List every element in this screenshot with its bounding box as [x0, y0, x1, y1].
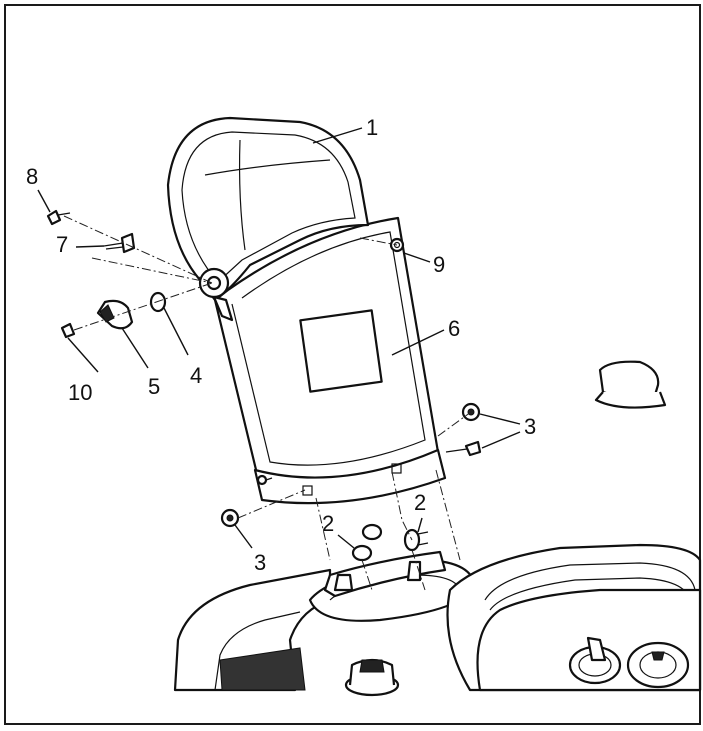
- chute-6: [213, 216, 440, 483]
- part-3-screw-right: [445, 440, 482, 457]
- machine-body: [173, 360, 702, 697]
- part-4-washer: [149, 291, 167, 313]
- callouts: 1 2 2 3 3 4 5 6 7 8 9 10: [26, 115, 536, 575]
- pivot-boss: [198, 267, 234, 322]
- callout-5: 5: [148, 374, 160, 399]
- part-8-screw: [46, 209, 71, 226]
- chute-side-screw: [256, 474, 273, 486]
- callout-9: 9: [433, 252, 445, 277]
- deflector-1: [166, 116, 370, 302]
- callout-10: 10: [68, 380, 92, 405]
- callout-3-left: 3: [254, 550, 266, 575]
- callout-8: 8: [26, 164, 38, 189]
- callout-6: 6: [448, 316, 460, 341]
- callout-1: 1: [366, 115, 378, 140]
- assembly-centerlines: [63, 215, 472, 591]
- callout-2-right: 2: [414, 490, 426, 515]
- callout-4: 4: [190, 363, 202, 388]
- callout-7: 7: [56, 232, 68, 257]
- part-5-knob: [96, 299, 134, 330]
- part-2-bolt-left: [351, 523, 383, 562]
- part-7-bolt: [103, 232, 136, 254]
- leader-lines: [37, 127, 521, 549]
- callout-3-right: 3: [524, 414, 536, 439]
- chute-collar: [253, 448, 447, 505]
- callout-2-left: 2: [322, 511, 334, 536]
- part-3-nut-left: [220, 508, 240, 528]
- part-10-spacer: [60, 322, 76, 339]
